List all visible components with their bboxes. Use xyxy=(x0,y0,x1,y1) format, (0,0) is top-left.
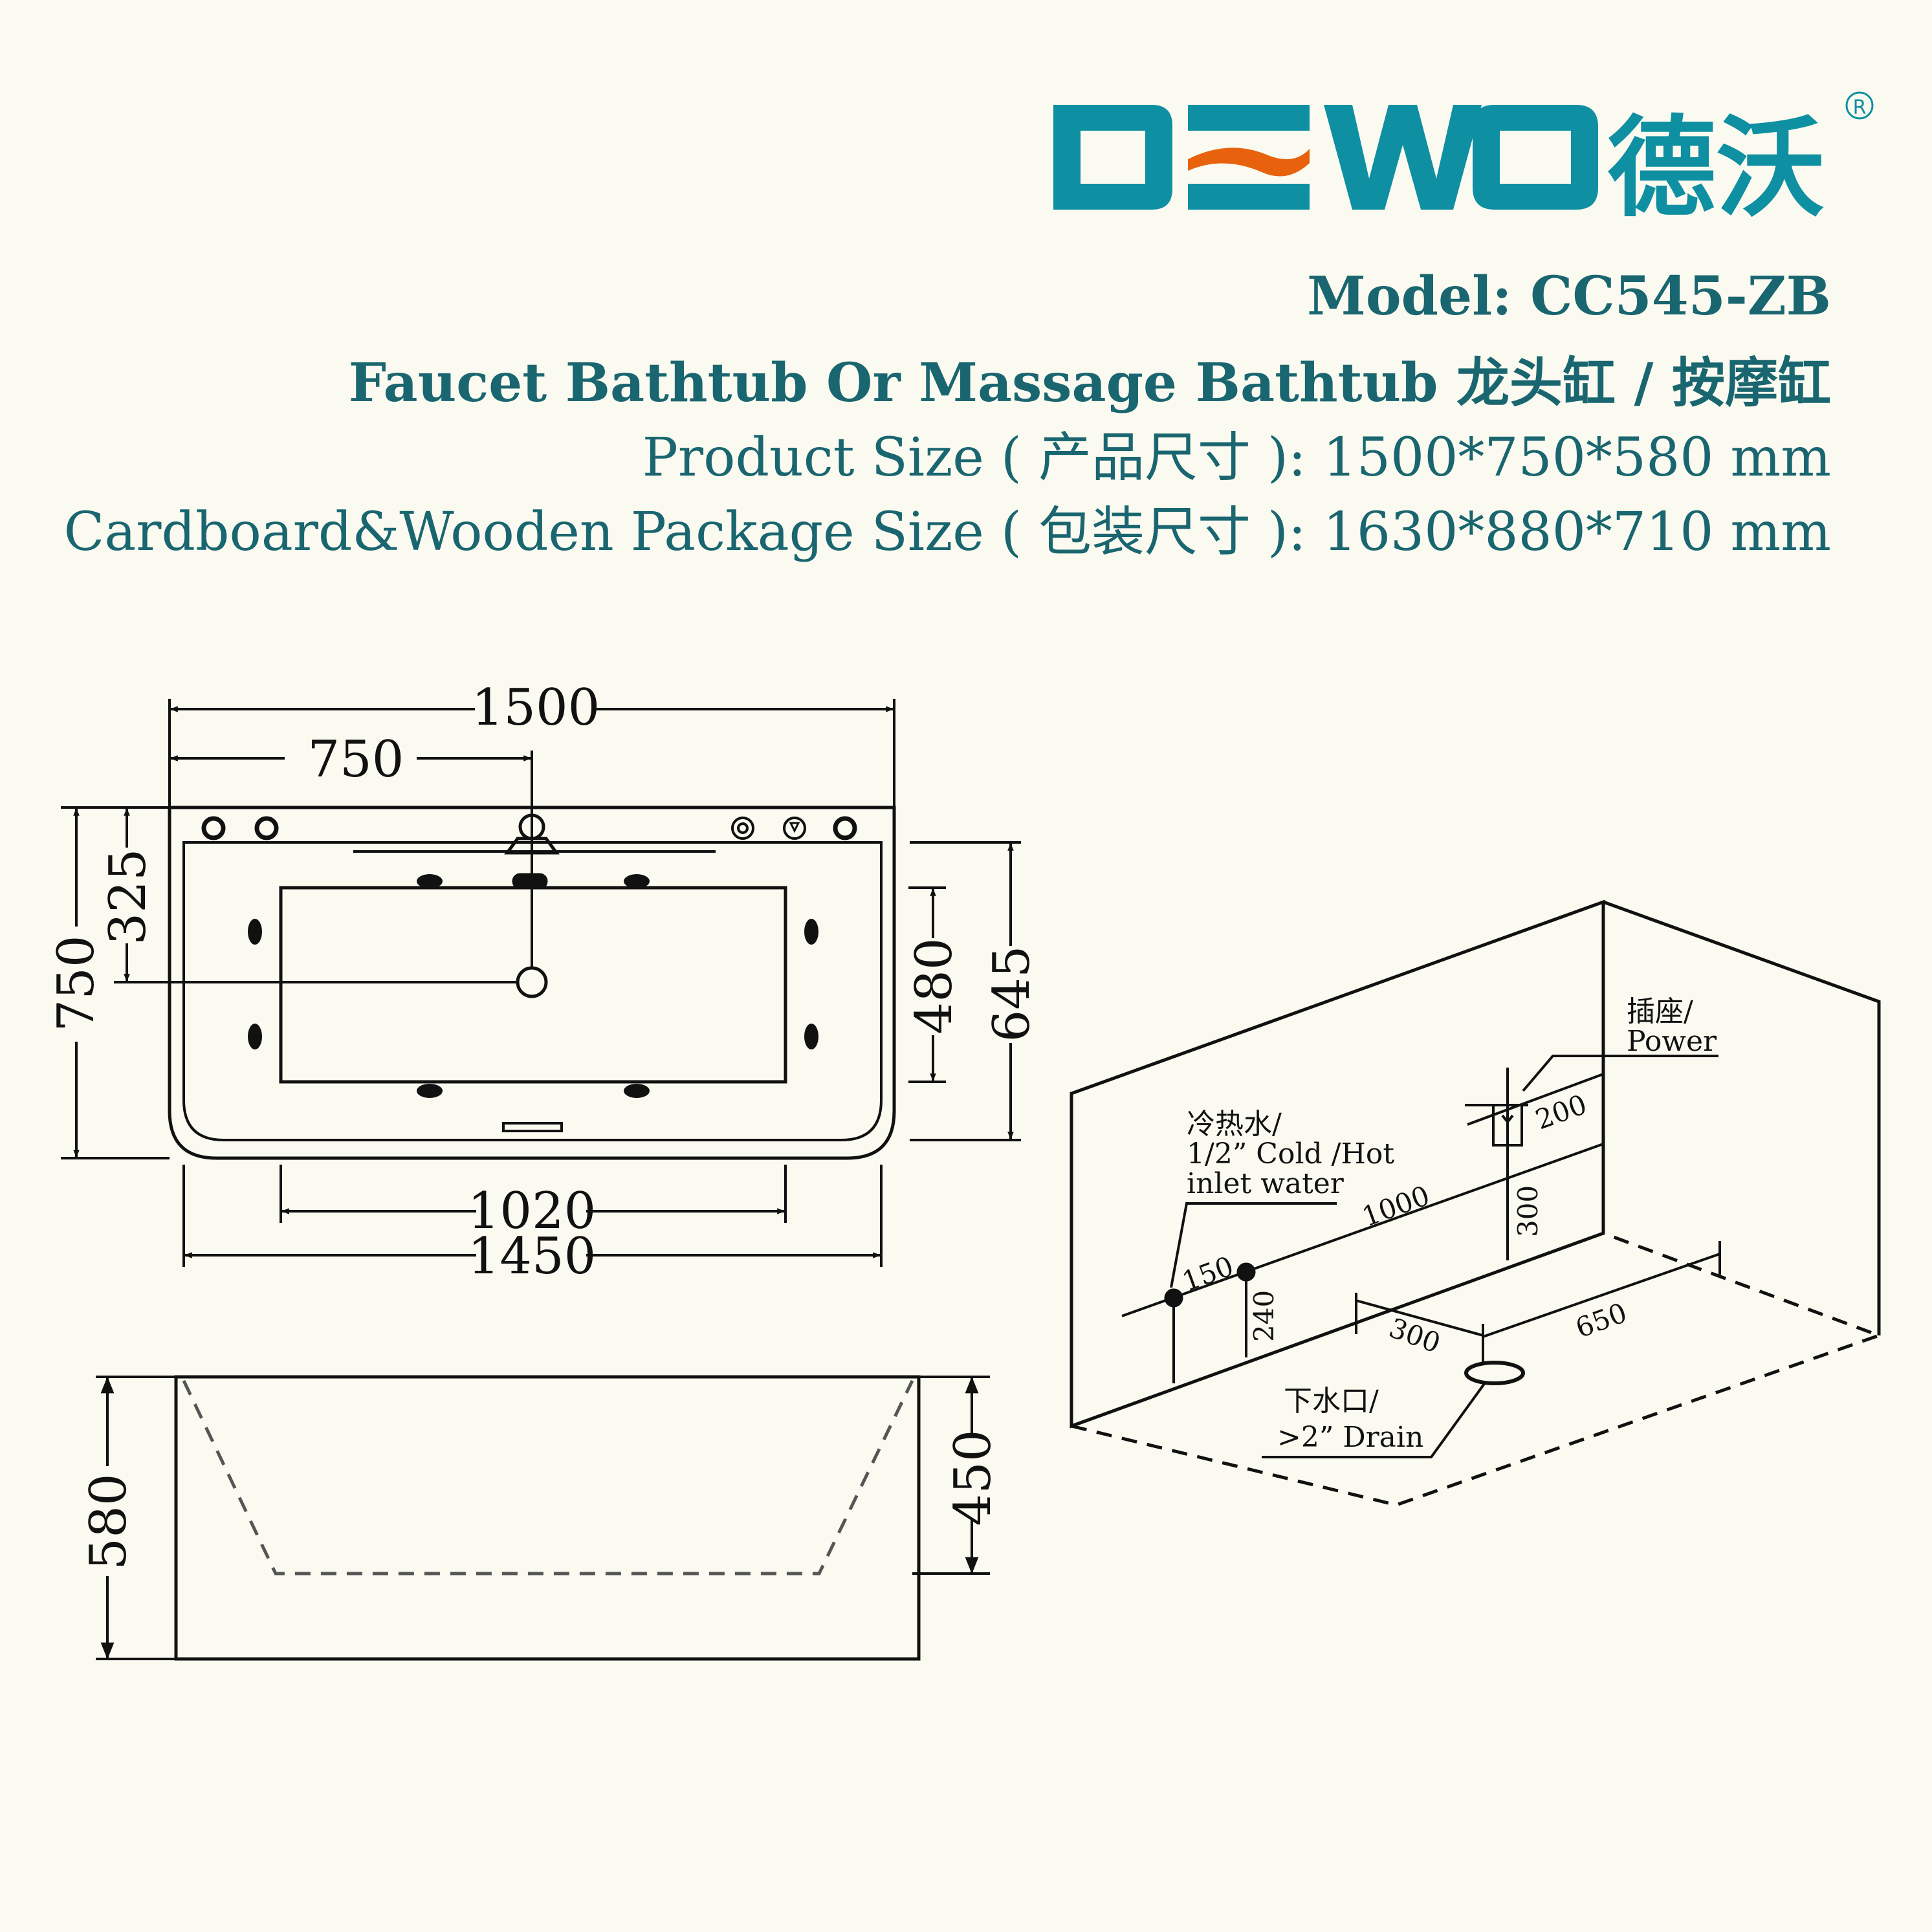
dim-480: 480 xyxy=(905,938,963,1035)
side-view-dimensions: 580 450 xyxy=(80,1430,1002,1570)
product-size: Product Size ( 产品尺寸 ): 1500*750*580 mm xyxy=(642,427,1831,488)
dim-325: 325 xyxy=(99,849,157,945)
top-view-dimensions: 1500 750 750 325 480 645 1020 1450 xyxy=(47,679,1041,1286)
dim-1450: 1450 xyxy=(468,1227,597,1286)
massage-jets xyxy=(248,874,818,1098)
side-view xyxy=(96,1375,990,1661)
logo-chinese: 德沃 xyxy=(1607,105,1825,232)
dim-450: 450 xyxy=(944,1430,1002,1526)
power-label-cn: 插座/ xyxy=(1627,995,1693,1028)
water-label-size: 1/2” Cold /Hot xyxy=(1187,1137,1394,1170)
dim-300-vertical: 300 xyxy=(1512,1185,1544,1237)
drain-label-cn: 下水口/ xyxy=(1284,1385,1379,1418)
model-number: Model: CC545-ZB xyxy=(1307,265,1831,327)
drain-label-en: >2” Drain xyxy=(1277,1421,1423,1454)
dim-645: 645 xyxy=(983,946,1041,1042)
product-title: Faucet Bathtub Or Massage Bathtub 龙头缸 / … xyxy=(348,352,1831,414)
water-label-en: inlet water xyxy=(1187,1167,1345,1200)
svg-text:R: R xyxy=(1853,96,1867,119)
water-label-cn: 冷热水/ xyxy=(1187,1108,1282,1141)
installation-view xyxy=(1070,899,1884,1507)
top-view xyxy=(61,699,1021,1267)
dim-750-faucet: 750 xyxy=(308,730,404,789)
dewo-logo: 德沃 R xyxy=(1053,91,1874,232)
installation-labels: 插座/ Power 冷热水/ 1/2” Cold /Hot inlet wate… xyxy=(1178,995,1717,1454)
package-size: Cardboard&Wooden Package Size ( 包装尺寸 ): … xyxy=(63,501,1831,563)
dim-1000: 1000 xyxy=(1358,1180,1434,1233)
dim-200: 200 xyxy=(1531,1088,1591,1136)
dim-1500: 1500 xyxy=(472,679,600,737)
dim-1020: 1020 xyxy=(468,1182,597,1240)
dim-150: 150 xyxy=(1178,1250,1238,1297)
dim-240: 240 xyxy=(1248,1290,1280,1342)
dim-580: 580 xyxy=(80,1474,138,1570)
dim-750-width: 750 xyxy=(47,936,105,1032)
dim-300-floor: 300 xyxy=(1385,1312,1445,1359)
power-label-en: Power xyxy=(1627,1025,1717,1058)
